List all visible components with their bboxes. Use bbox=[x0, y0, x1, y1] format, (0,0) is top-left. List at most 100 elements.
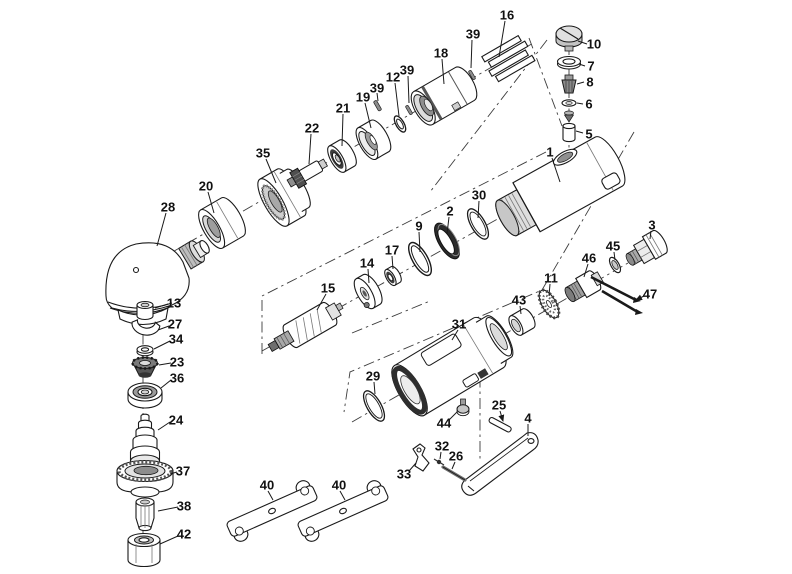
part-number-text: 27 bbox=[168, 317, 182, 332]
part-33-safety-latch bbox=[412, 443, 430, 472]
part-label-45: 45 bbox=[606, 239, 620, 261]
part-20-lock-ring bbox=[198, 196, 246, 250]
part-43-bushing bbox=[508, 308, 536, 336]
part-label-7: 7 bbox=[578, 59, 595, 74]
part-number-text: 32 bbox=[435, 439, 449, 454]
part-40-wrench bbox=[226, 480, 318, 542]
part-number-text: 15 bbox=[321, 281, 335, 296]
part-label-16: 16 bbox=[498, 8, 514, 58]
part-14-end-plate bbox=[353, 273, 383, 310]
part-number-text: 39 bbox=[400, 63, 414, 78]
part-label-10: 10 bbox=[577, 37, 601, 52]
part-number-text: 46 bbox=[582, 251, 596, 266]
part-number-text: 3 bbox=[648, 218, 655, 233]
part-label-27: 27 bbox=[157, 317, 182, 332]
part-label-39: 39 bbox=[400, 63, 414, 104]
part-number-text: 45 bbox=[606, 239, 620, 254]
part-number-text: 21 bbox=[336, 101, 350, 116]
part-label-21: 21 bbox=[336, 101, 350, 147]
part-label-40: 40 bbox=[332, 478, 346, 501]
part-label-22: 22 bbox=[305, 121, 319, 165]
part-number-text: 6 bbox=[585, 97, 592, 112]
part-13-bushing bbox=[136, 300, 154, 321]
part-46-valve-body bbox=[564, 270, 604, 303]
part-label-17: 17 bbox=[385, 243, 399, 270]
part-9-o-ring bbox=[407, 241, 433, 277]
part-number-text: 8 bbox=[586, 75, 593, 90]
part-32-screw-small bbox=[433, 458, 445, 466]
part-label-8: 8 bbox=[576, 75, 594, 90]
part-5-valve-pin bbox=[562, 122, 576, 143]
part-label-6: 6 bbox=[576, 97, 593, 112]
part-39-pin bbox=[468, 70, 476, 80]
part-number-text: 28 bbox=[161, 200, 175, 215]
part-label-35: 35 bbox=[256, 146, 277, 184]
part-label-25: 25 bbox=[492, 398, 506, 422]
part-number-text: 38 bbox=[177, 499, 191, 514]
part-45-seal-ring bbox=[608, 256, 622, 274]
part-valve-seat bbox=[563, 110, 575, 123]
part-11-governor-disc bbox=[537, 288, 561, 320]
part-number-text: 23 bbox=[170, 355, 184, 370]
part-number-text: 5 bbox=[585, 127, 592, 142]
part-29-o-ring bbox=[362, 390, 386, 422]
part-number-text: 9 bbox=[415, 219, 422, 234]
part-22-pinion-shaft bbox=[286, 158, 329, 189]
part-label-29: 29 bbox=[366, 369, 380, 395]
part-number-text: 11 bbox=[544, 271, 558, 286]
part-label-34: 34 bbox=[153, 332, 184, 350]
part-number-text: 40 bbox=[260, 478, 274, 493]
part-label-31: 31 bbox=[451, 317, 466, 341]
part-number-text: 10 bbox=[587, 37, 601, 52]
part-number-text: 43 bbox=[512, 293, 526, 308]
part-label-46: 46 bbox=[582, 251, 596, 278]
part-label-13: 13 bbox=[154, 296, 181, 311]
part-8-valve bbox=[561, 74, 577, 94]
part-number-text: 7 bbox=[587, 59, 594, 74]
part-label-12: 12 bbox=[386, 70, 400, 117]
part-18-cylinder bbox=[410, 66, 478, 126]
part-28-angle-head bbox=[105, 240, 210, 326]
part-6-washer-small bbox=[561, 99, 577, 107]
part-label-20: 20 bbox=[199, 179, 215, 214]
part-7-washer bbox=[556, 55, 582, 70]
part-label-14: 14 bbox=[360, 256, 375, 284]
part-label-42: 42 bbox=[159, 527, 191, 545]
center-axis-lines bbox=[142, 41, 669, 562]
part-label-3: 3 bbox=[648, 218, 656, 240]
part-label-23: 23 bbox=[158, 355, 184, 370]
part-label-2: 2 bbox=[446, 204, 454, 235]
part-37-cover-cup bbox=[116, 459, 174, 498]
part-10-cap-screw bbox=[555, 25, 583, 52]
part-number-text: 4 bbox=[524, 411, 532, 426]
part-number-text: 17 bbox=[385, 243, 399, 258]
part-label-38: 38 bbox=[157, 499, 191, 514]
part-number-text: 39 bbox=[466, 27, 480, 42]
part-21-bearing bbox=[327, 139, 357, 173]
part-27-retainer-clip bbox=[131, 318, 161, 336]
part-number-text: 22 bbox=[305, 121, 319, 136]
part-label-43: 43 bbox=[512, 293, 526, 315]
part-label-24: 24 bbox=[157, 413, 184, 431]
part-number-text: 19 bbox=[356, 90, 370, 105]
part-number-text: 12 bbox=[386, 70, 400, 85]
part-number-text: 40 bbox=[332, 478, 346, 493]
part-15-rotor bbox=[267, 301, 344, 353]
part-36-ball-bearing bbox=[127, 382, 163, 409]
part-label-33: 33 bbox=[397, 462, 417, 482]
part-number-text: 14 bbox=[360, 256, 375, 271]
part-38-collet bbox=[135, 497, 155, 532]
part-number-text: 13 bbox=[167, 296, 181, 311]
part-34-washer bbox=[136, 345, 154, 357]
part-label-36: 36 bbox=[160, 371, 184, 389]
part-number-text: 29 bbox=[366, 369, 380, 384]
part-number-text: 42 bbox=[177, 527, 191, 542]
part-23-bevel-gear bbox=[131, 356, 159, 378]
part-label-37: 37 bbox=[169, 464, 190, 479]
part-label-40: 40 bbox=[260, 478, 274, 501]
part-label-15: 15 bbox=[316, 281, 335, 311]
part-number-text: 25 bbox=[492, 398, 506, 413]
part-4-throttle-lever bbox=[461, 432, 539, 496]
